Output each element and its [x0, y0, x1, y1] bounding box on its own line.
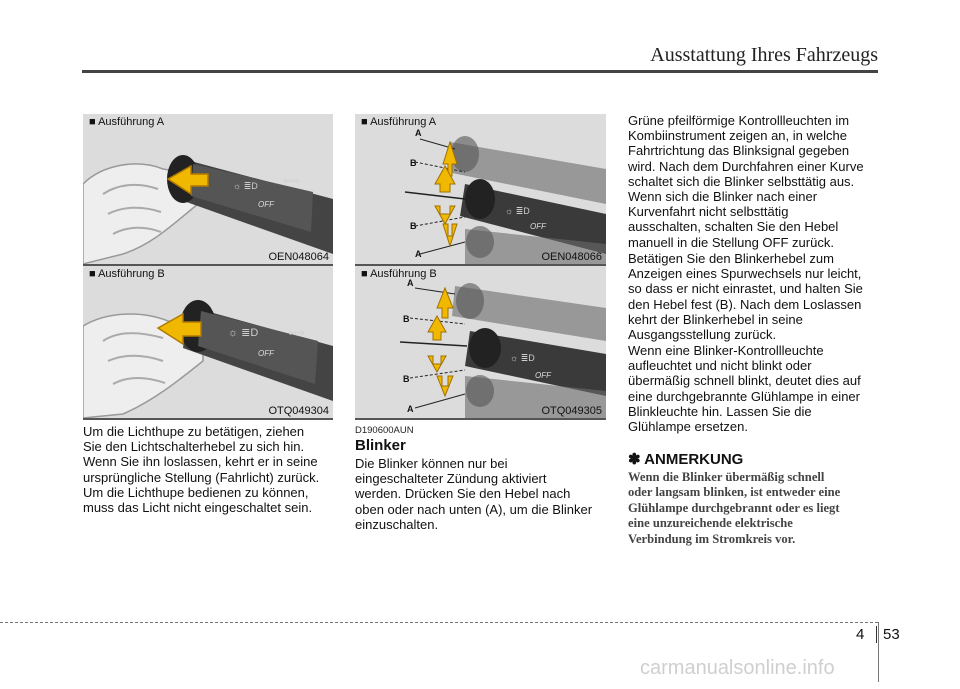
section-title: Blinker	[355, 437, 406, 454]
text-line: Kombiinstrument zeigen an, in welche	[628, 128, 847, 144]
high-beam-paragraph: Um die Lichthupe zu betätigen, ziehen Si…	[83, 424, 333, 515]
text-line: Anzeigen eines Spurwechsels nur leicht,	[628, 266, 862, 282]
marker-a: A	[415, 249, 422, 259]
text-line: Blinkleuchte hin. Lassen Sie die	[628, 403, 812, 419]
marker-a: A	[407, 278, 414, 288]
text-line: einzuschalten.	[355, 516, 439, 532]
marker-a: A	[415, 128, 422, 138]
svg-text:⇦⇨: ⇦⇨	[283, 176, 300, 187]
text-line: werden. Drücken Sie den Hebel nach	[355, 486, 571, 502]
svg-text:☼ ≣D: ☼ ≣D	[510, 353, 535, 363]
note-body: Wenn die Blinker übermäßig schnell oder …	[628, 470, 878, 547]
text-line: Glühlampe durchgebrannt oder es liegt	[628, 500, 840, 515]
text-line: kehrt der Blinkerhebel in seine	[628, 311, 803, 327]
figure-rule	[355, 418, 606, 420]
text-line: Betätigen Sie den Blinkerhebel zum	[628, 251, 834, 266]
turn-signal-paragraph: Die Blinker können nur bei eingeschaltet…	[355, 456, 606, 532]
lever-illustration: OFF ☼ ≣D ⇦⇨	[83, 300, 333, 418]
lever-illustration: A B B A ☼ ≣D OFF	[404, 128, 606, 264]
indicator-paragraph: Grüne pfeilförmige Kontrollleuchten im K…	[628, 113, 878, 250]
text-line: eine durchgebrannte Glühlampe in einer	[628, 388, 860, 404]
marker-b: B	[403, 314, 410, 324]
figure-code: OTQ049304	[268, 405, 329, 417]
section-code: D190600AUN	[355, 425, 414, 436]
text-line: aufleuchtet und nicht blinkt oder	[628, 358, 812, 374]
header-rule	[82, 70, 878, 73]
text-line: oder langsam blinken, ist entweder eine	[628, 485, 841, 500]
text-line: Kurvenfahrt nicht selbsttätig	[628, 204, 789, 220]
text-line: schaltet sich die Blinker selbsttätig au…	[628, 173, 855, 189]
figure-rule	[83, 418, 333, 420]
text-line: Fahrtrichtung das Blinksignal gegeben	[628, 143, 850, 159]
page-divider	[876, 626, 877, 643]
text-line: Die Blinker können nur bei	[355, 456, 508, 471]
footer-rule	[0, 622, 878, 623]
lever-off-text: OFF	[530, 222, 547, 231]
figure-code: OEN048064	[268, 251, 329, 263]
figure-rule	[355, 264, 606, 266]
svg-text:☼ ≣D: ☼ ≣D	[233, 181, 258, 191]
lever-illustration: A B B A ☼ ≣D OFF	[399, 278, 606, 418]
marker-b: B	[403, 374, 410, 384]
running-header: Ausstattung Ihres Fahrzeugs	[650, 44, 878, 66]
text-line: Wenn sich die Blinker nach einer	[628, 189, 818, 205]
text-line: Wenn die Blinker übermäßig schnell	[628, 470, 825, 484]
text-line: Verbindung im Stromkreis vor.	[628, 531, 796, 546]
figure-rule	[83, 264, 333, 266]
text-line: wird. Nach dem Durchfahren einer Kurve	[628, 158, 864, 174]
marker-a: A	[407, 404, 414, 414]
text-line: muss das Licht nicht eingeschaltet sein.	[83, 500, 313, 516]
text-line: Ausgangsstellung zurück.	[628, 327, 777, 343]
bulb-paragraph: Wenn eine Blinker-Kontrollleuchte aufleu…	[628, 343, 878, 434]
text-line: Wenn eine Blinker-Kontrollleuchte	[628, 343, 824, 358]
text-line: Um die Lichthupe zu betätigen, ziehen	[83, 424, 305, 439]
text-line: übermäßig schnell blinkt, deutet dies au…	[628, 373, 861, 389]
watermark: carmanualsonline.info	[640, 657, 835, 679]
figure-code: OTQ049305	[541, 405, 602, 417]
text-line: ausschalten, schalten Sie den Hebel	[628, 219, 839, 235]
page-number: 53	[883, 626, 900, 643]
svg-text:☼ ≣D: ☼ ≣D	[228, 327, 258, 339]
text-line: Wenn Sie ihn loslassen, kehrt er in sein…	[83, 454, 318, 470]
text-line: eingeschalteter Zündung aktiviert	[355, 471, 547, 487]
lever-off-text: OFF	[258, 200, 275, 209]
figure-turn-signal-b: A B B A ☼ ≣D OFF ■ Ausführung B OTQ04930…	[355, 266, 606, 418]
lever-illustration: OFF ☼ ≣D ⇦⇨	[83, 155, 333, 264]
figure-code: OEN048066	[541, 251, 602, 263]
note-title: ✽ ANMERKUNG	[628, 451, 744, 468]
text-line: manuell in die Stellung OFF zurück.	[628, 234, 834, 250]
figure-label: ■ Ausführung A	[361, 116, 437, 128]
footer-vertical-rule	[878, 622, 879, 682]
figure-turn-signal-a: A B B A ☼ ≣D OFF ■ Ausführung A OEN04806…	[355, 114, 606, 264]
svg-text:⇦⇨: ⇦⇨	[288, 328, 305, 339]
text-line: Sie den Lichtschalterhebel zu sich hin.	[83, 439, 305, 455]
lever-off-text: OFF	[535, 371, 552, 380]
figure-high-beam-b: OFF ☼ ≣D ⇦⇨ ■ Ausführung B OTQ049304	[83, 266, 333, 418]
text-line: eine unzureichende elektrische	[628, 516, 793, 531]
text-line: Um die Lichthupe bedienen zu können,	[83, 484, 309, 500]
text-line: so dass er nicht einrastet, und halten S…	[628, 281, 863, 297]
figure-label: ■ Ausführung A	[89, 116, 165, 128]
marker-b: B	[410, 158, 417, 168]
text-line: oben oder nach unten (A), um die Blinker	[355, 501, 593, 517]
figure-high-beam-a: OFF ☼ ≣D ⇦⇨ ■ Ausführung A OEN048064	[83, 114, 333, 264]
marker-b: B	[410, 221, 417, 231]
figure-label: ■ Ausführung B	[89, 268, 165, 280]
figure-label: ■ Ausführung B	[361, 268, 437, 280]
text-line: ursprüngliche Stellung (Fahrlicht) zurüc…	[83, 469, 320, 485]
svg-text:☼ ≣D: ☼ ≣D	[505, 206, 530, 216]
chapter-number: 4	[856, 626, 865, 643]
lane-change-paragraph: Betätigen Sie den Blinkerhebel zum Anzei…	[628, 251, 878, 342]
text-line: Glühlampe ersetzen.	[628, 419, 748, 435]
text-line: Grüne pfeilförmige Kontrollleuchten im	[628, 113, 850, 128]
text-line: den Hebel fest (B). Nach dem Loslassen	[628, 296, 862, 312]
lever-off-text: OFF	[258, 349, 275, 358]
